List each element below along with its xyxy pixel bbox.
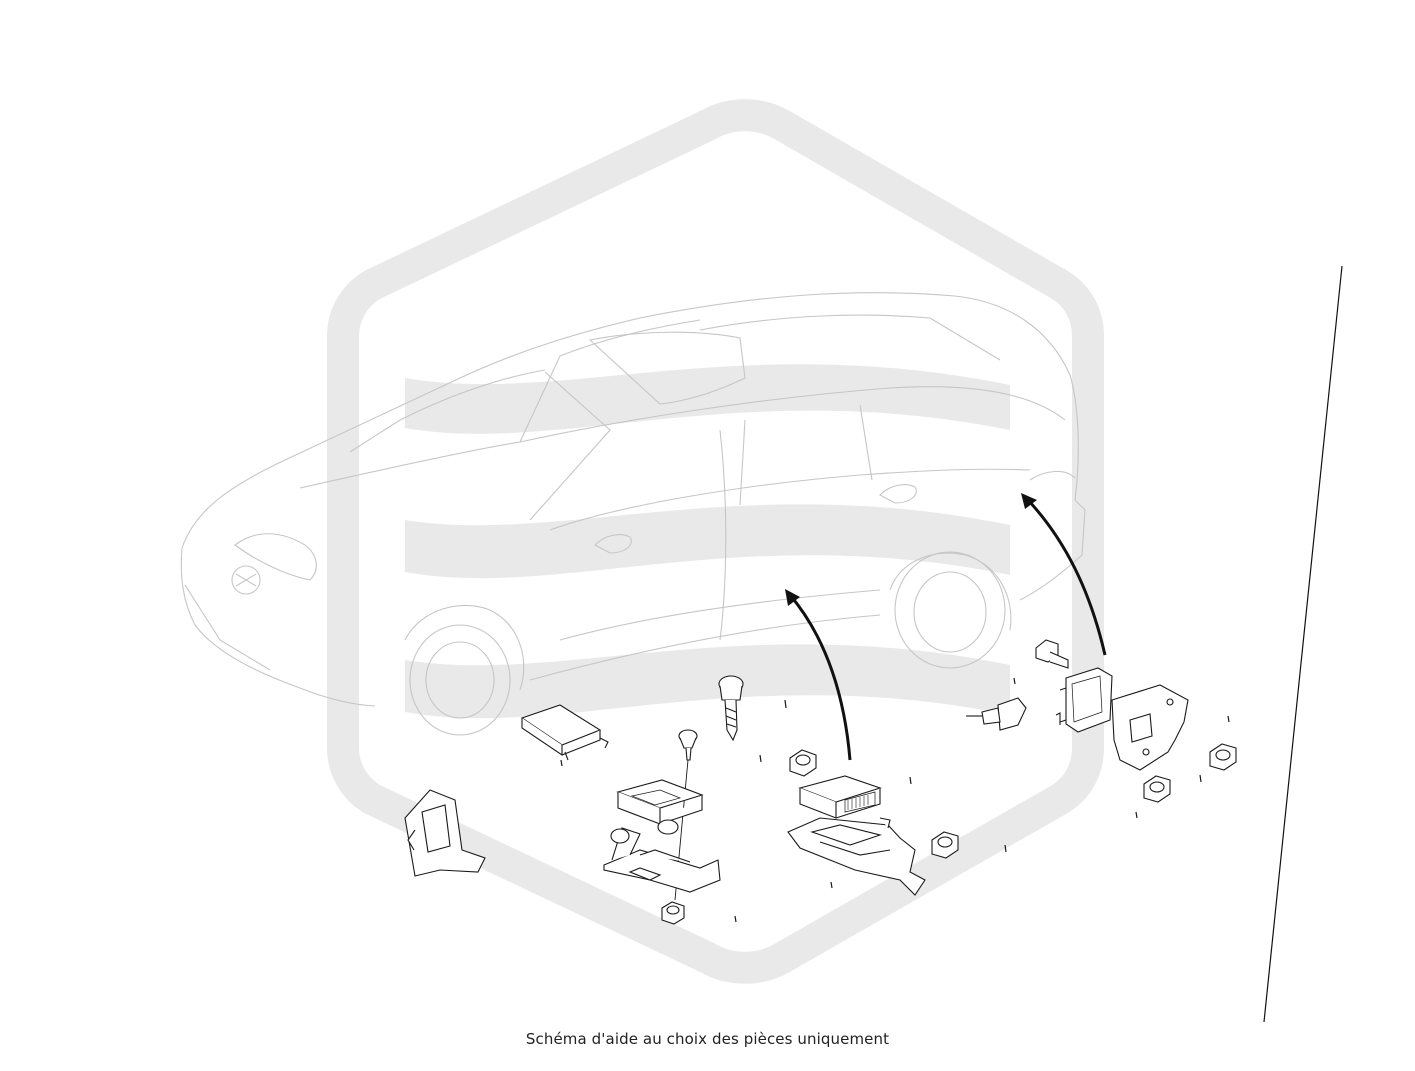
mounting-bracket-part [1111,684,1189,771]
nut-part [1209,743,1237,771]
watermark-logo [327,99,1104,984]
nut-part [661,901,685,925]
control-module-part [616,779,704,825]
leader-marks [560,677,1230,923]
control-module-part [520,704,609,761]
mounting-bracket-part [787,817,926,896]
bolt-part [1035,639,1069,669]
install-arrows [788,498,1107,761]
mounting-bracket-part [603,819,721,893]
control-module-part [1055,667,1113,733]
nut-part [789,749,817,777]
car-outline [180,292,1086,736]
parts-group [404,639,1237,925]
diagram-caption: Schéma d'aide au choix des pièces unique… [525,1030,890,1048]
mounting-bracket-part [404,789,486,877]
edge-line [1263,265,1343,1023]
nut-part [1143,775,1171,803]
screw-part [718,675,744,742]
control-module-part [798,775,882,819]
connector-part [966,697,1027,731]
nut-part [931,831,959,859]
